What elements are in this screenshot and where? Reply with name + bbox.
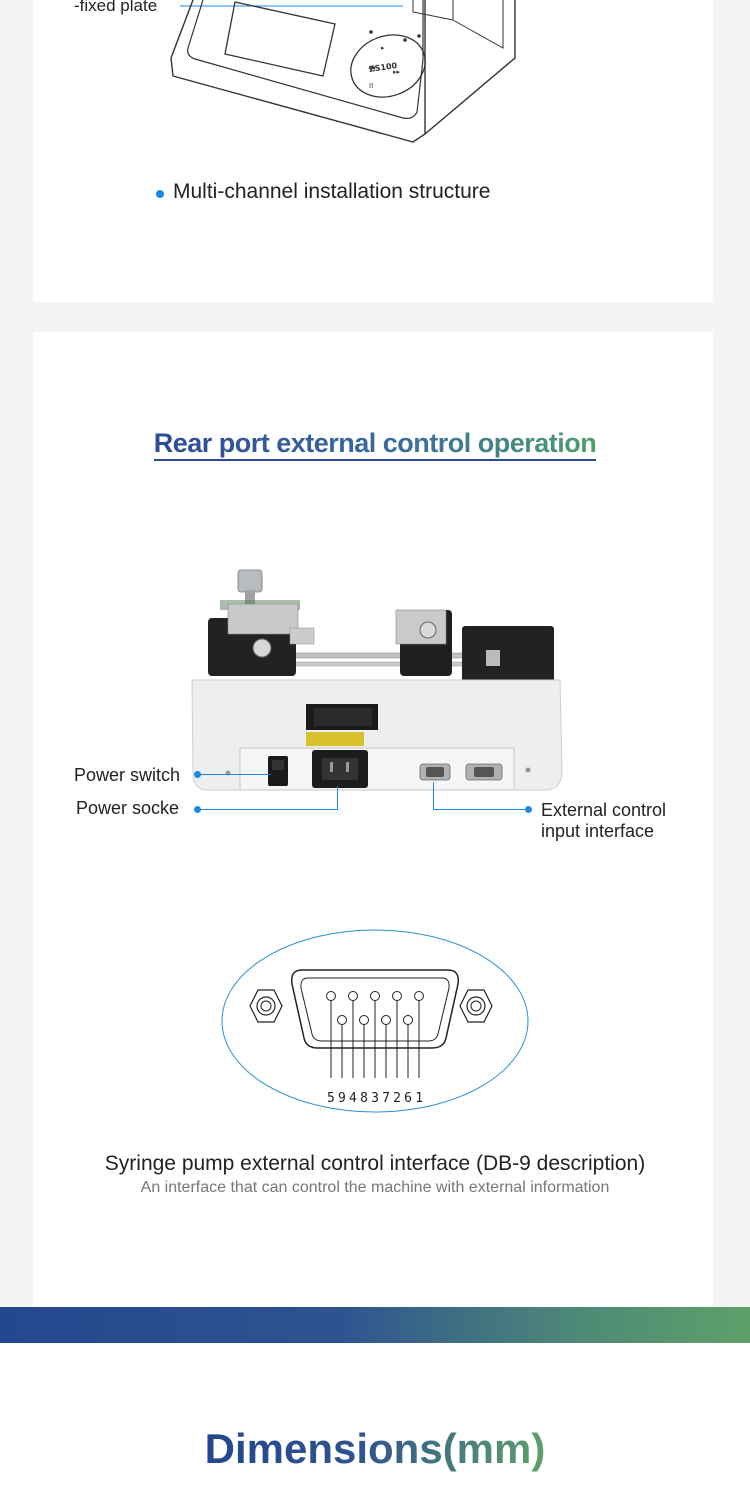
bullet-dot — [156, 190, 164, 198]
dimensions-section — [0, 1343, 750, 1500]
svg-text:◂◂: ◂◂ — [368, 64, 376, 72]
db9-caption: Syringe pump external control interface … — [104, 1152, 646, 1175]
rear-device-image — [191, 569, 563, 791]
gradient-divider — [0, 1307, 750, 1343]
installation-card: ◂◂ ▸▸ ▸ II ZS100 -fixed plate Multi-chan… — [33, 0, 713, 302]
power-socket-label: Power socke — [76, 798, 180, 818]
pump-line-drawing: ◂◂ ▸▸ ▸ II ZS100 — [170, 0, 516, 143]
power-switch-dot — [194, 771, 201, 778]
power-socket-line — [200, 809, 338, 810]
db9-diagram: 594837261 — [221, 929, 529, 1113]
power-socket-line-up — [337, 786, 338, 810]
power-socket-dot — [194, 806, 201, 813]
external-control-label-1: External control — [541, 800, 667, 820]
external-control-line — [433, 809, 527, 810]
dimensions-title: Dimensions(mm) — [204, 1425, 546, 1472]
rear-port-card — [33, 332, 713, 1307]
device-model-text: ZS100 — [368, 61, 398, 74]
power-switch-line — [200, 774, 270, 775]
external-control-dot — [525, 806, 532, 813]
fixed-plate-label: -fixed plate — [74, 0, 158, 15]
section-title: Rear port external control operation — [0, 428, 750, 461]
external-control-line-up — [433, 782, 434, 809]
power-switch-label: Power switch — [74, 765, 181, 785]
db9-subcaption: An interface that can control the machin… — [140, 1179, 610, 1196]
svg-text:▸: ▸ — [381, 44, 385, 52]
pin-numbers: 594837261 — [327, 1091, 426, 1106]
external-control-label-2: input interface — [541, 821, 655, 841]
installation-structure-text: Multi-channel installation structure — [173, 180, 491, 203]
svg-text:II: II — [369, 82, 373, 90]
svg-text:▸▸: ▸▸ — [393, 68, 401, 76]
